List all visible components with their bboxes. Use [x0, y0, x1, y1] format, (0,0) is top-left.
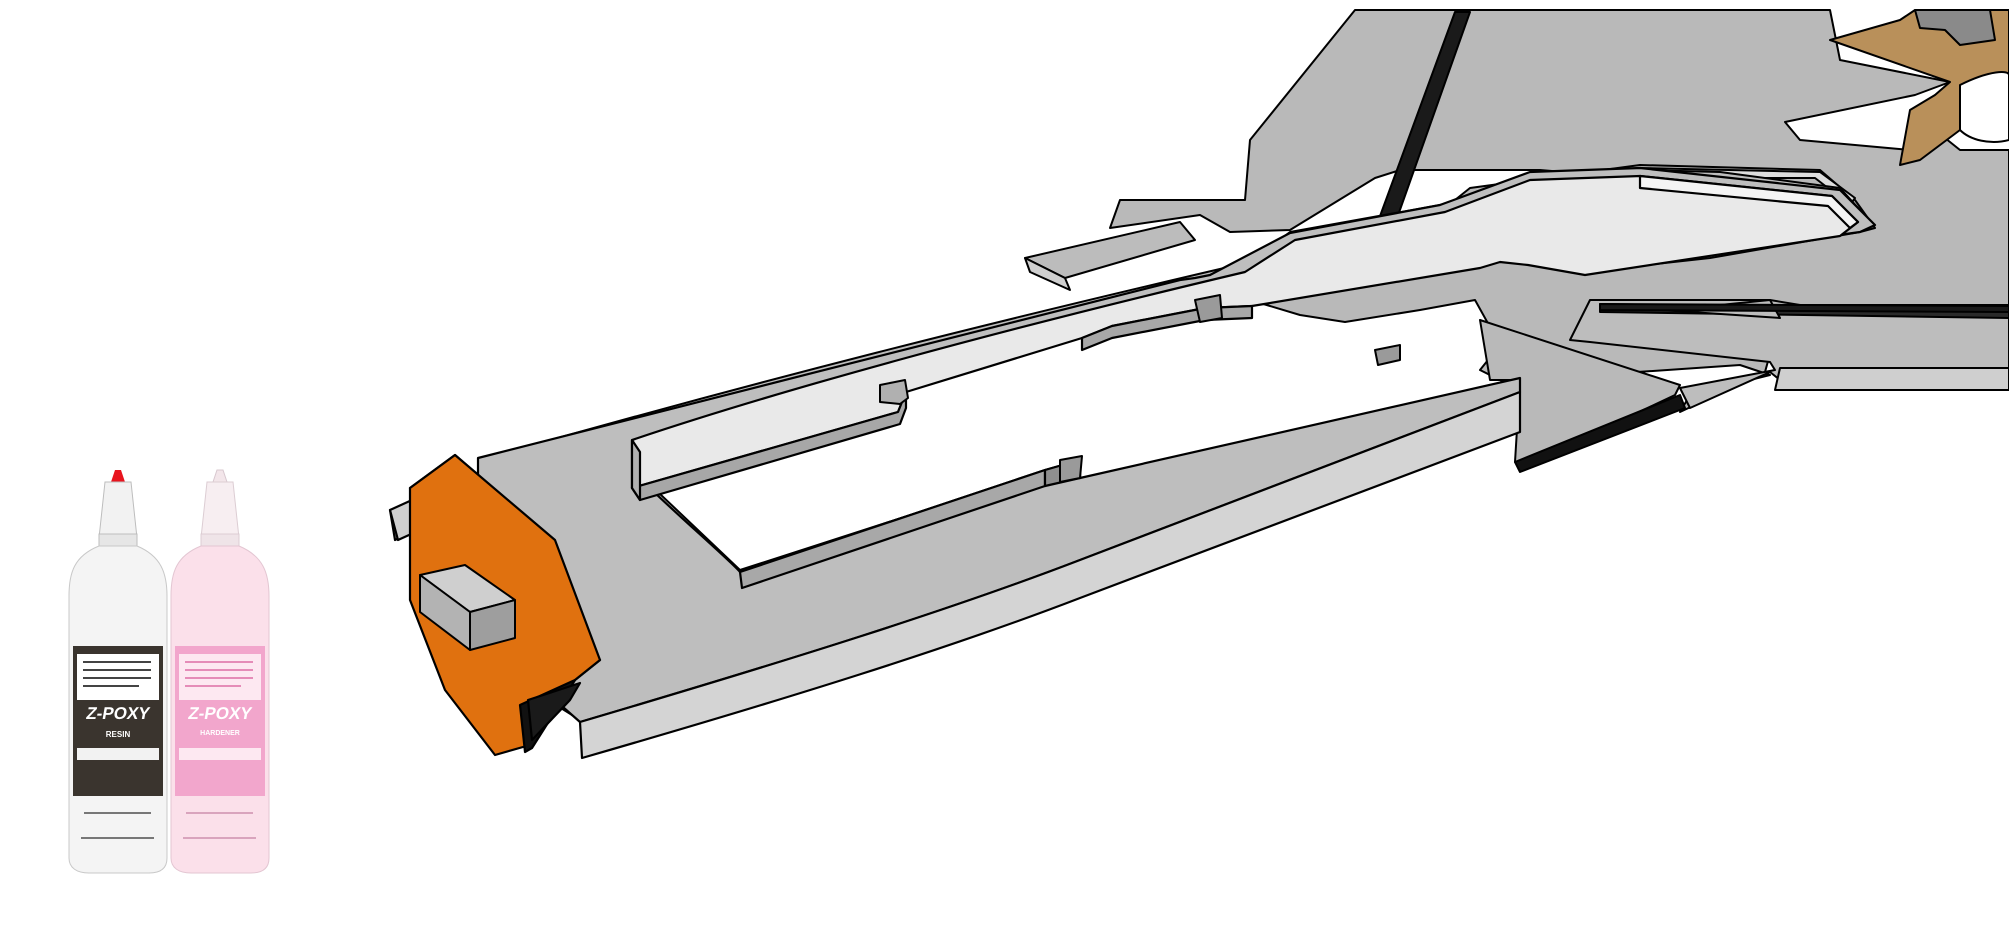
epoxy-bottles: [68, 469, 270, 874]
fuselage-lower-edge: [578, 390, 1522, 760]
fuselage-body: [476, 166, 1877, 724]
hardener-bottle: [170, 469, 270, 874]
firewall-key: [419, 564, 516, 651]
hardener-brand-text: Z-POXY: [186, 704, 254, 723]
resin-product-text: RESIN: [105, 730, 131, 739]
rail-notches: [879, 294, 1401, 483]
upper-tab: [1024, 221, 1196, 291]
resin-bottle: [68, 470, 168, 874]
hardener-product-text: HARDENER: [200, 730, 240, 737]
resin-brand-text: Z-POXY: [84, 704, 152, 723]
epoxy-photo: Z-POXY RESIN Z-POXY HARDENER: [59, 468, 289, 875]
